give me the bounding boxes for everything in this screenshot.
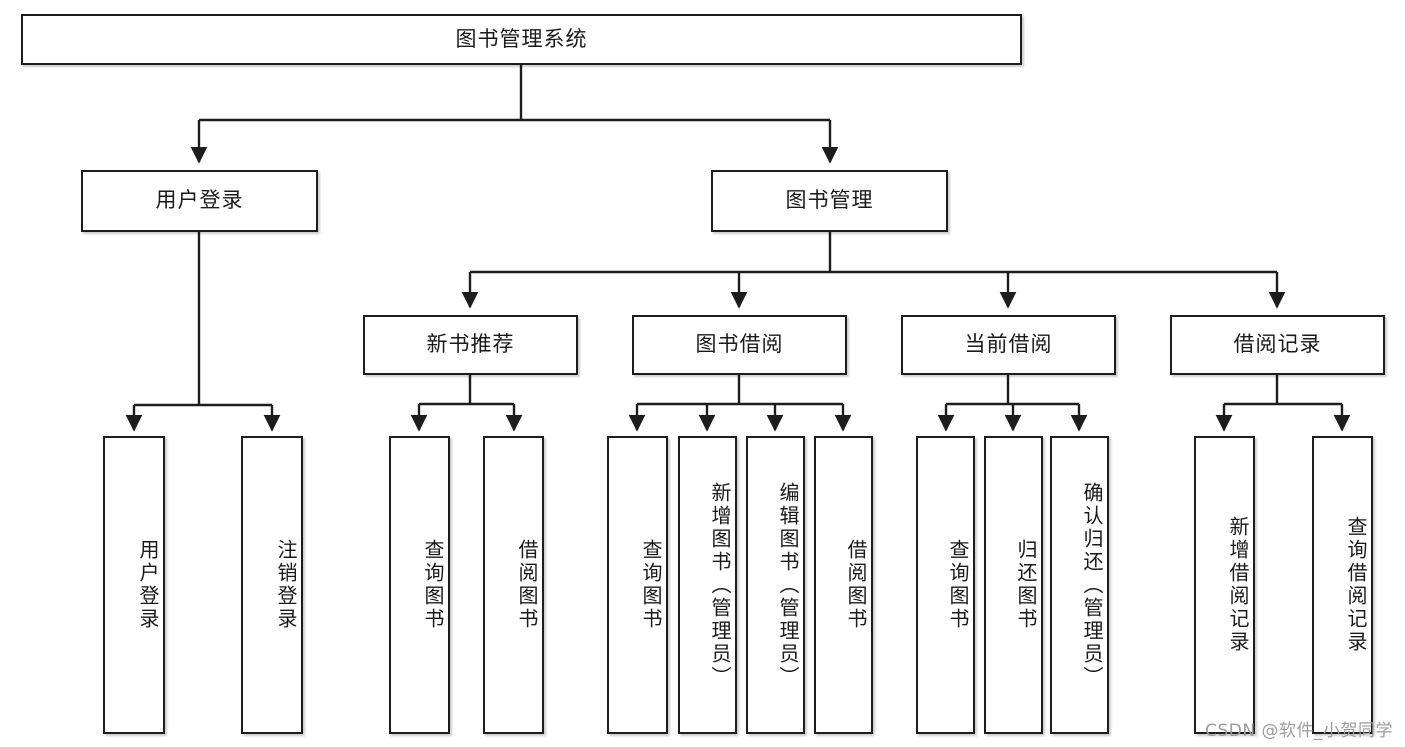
node-root-label: 图书管理系统 [455,26,588,51]
node-query-borrow-record[interactable]: 查询借阅记录 [1312,436,1373,734]
node-add-borrow-record-label: 新增借阅记录 [1226,516,1250,654]
node-query-book-2-label: 查询图书 [639,539,663,631]
node-query-book-2[interactable]: 查询图书 [607,436,668,734]
node-new-book-recommend-label: 新书推荐 [426,332,515,357]
node-book-manage[interactable]: 图书管理 [711,170,948,232]
node-user-login-do-label: 用户登录 [136,539,160,631]
node-query-borrow-record-label: 查询借阅记录 [1344,516,1368,654]
node-borrow-book-2-label: 借阅图书 [844,539,868,631]
node-new-book-recommend[interactable]: 新书推荐 [363,315,578,375]
node-book-borrow[interactable]: 图书借阅 [632,315,847,375]
node-book-manage-label: 图书管理 [785,188,874,213]
node-query-book-3[interactable]: 查询图书 [916,436,975,734]
node-borrow-book-1-label: 借阅图书 [515,539,539,631]
node-borrow-records[interactable]: 借阅记录 [1170,315,1385,375]
node-user-login-do[interactable]: 用户登录 [103,436,165,734]
node-confirm-return-admin[interactable]: 确认归还（管理员） [1050,436,1109,734]
node-add-book-admin-label: 新增图书（管理员） [708,481,732,689]
node-add-book-admin[interactable]: 新增图书（管理员） [678,436,737,734]
node-query-book-1-label: 查询图书 [421,539,445,631]
watermark-text: CSDN @软件_小贺同学 [1205,721,1393,741]
node-query-book-1[interactable]: 查询图书 [389,436,450,734]
node-query-book-3-label: 查询图书 [946,539,970,631]
node-return-book-label: 归还图书 [1014,539,1038,631]
node-current-borrow-label: 当前借阅 [964,332,1053,357]
node-current-borrow[interactable]: 当前借阅 [901,315,1116,375]
node-add-borrow-record[interactable]: 新增借阅记录 [1194,436,1255,734]
node-borrow-records-label: 借阅记录 [1233,332,1322,357]
node-user-login-label: 用户登录 [155,188,244,213]
node-root[interactable]: 图书管理系统 [21,14,1022,65]
node-book-borrow-label: 图书借阅 [695,332,784,357]
node-borrow-book-2[interactable]: 借阅图书 [814,436,873,734]
node-user-login[interactable]: 用户登录 [81,170,318,232]
node-user-logout[interactable]: 注销登录 [241,436,303,734]
node-edit-book-admin[interactable]: 编辑图书（管理员） [746,436,805,734]
node-confirm-return-admin-label: 确认归还（管理员） [1080,481,1104,689]
node-borrow-book-1[interactable]: 借阅图书 [483,436,544,734]
node-user-logout-label: 注销登录 [274,539,298,631]
node-return-book[interactable]: 归还图书 [984,436,1043,734]
node-edit-book-admin-label: 编辑图书（管理员） [776,481,800,689]
